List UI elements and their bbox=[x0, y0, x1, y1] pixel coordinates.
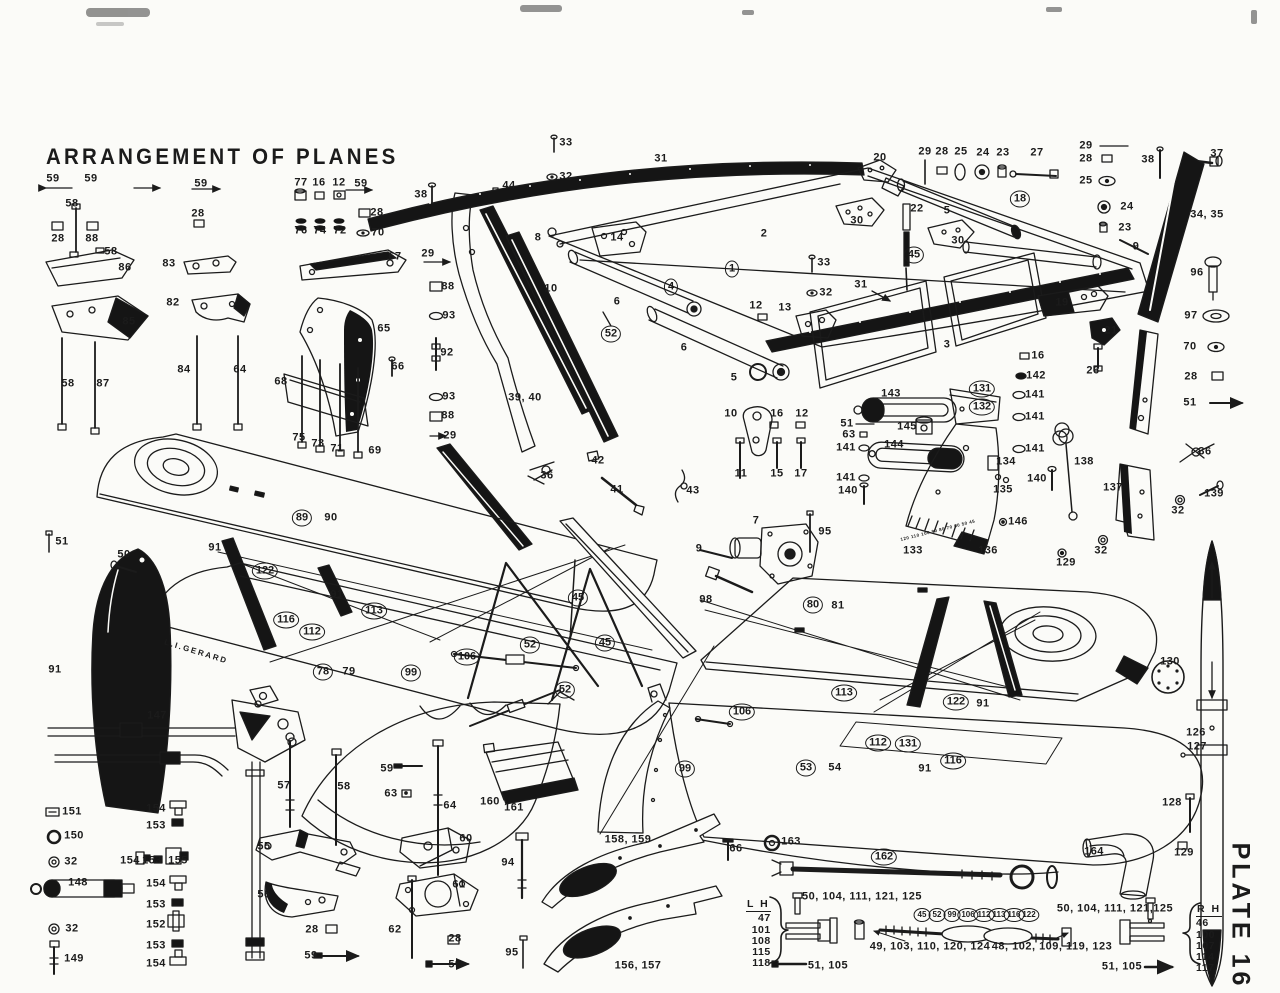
right-wing-group bbox=[668, 577, 1204, 875]
page-title: ARRANGEMENT OF PLANES bbox=[46, 143, 399, 169]
bottom-right-parts bbox=[763, 540, 1228, 987]
left-wing-group bbox=[45, 433, 697, 814]
scan-marks-icon bbox=[86, 5, 1257, 26]
quadrant-and-clamps bbox=[853, 388, 1155, 558]
hardware-top-left bbox=[38, 184, 374, 435]
parts-table-row: 108 bbox=[751, 934, 771, 947]
parts-table-header: L H bbox=[746, 898, 771, 913]
legend-icons bbox=[30, 732, 361, 975]
plate-number: PLATE 16 bbox=[1226, 842, 1255, 990]
fuselage-parts bbox=[301, 645, 734, 973]
center-fittings bbox=[586, 406, 819, 594]
parts-table-row: 107 bbox=[1196, 939, 1216, 952]
parts-table-row: 100 bbox=[1196, 928, 1216, 941]
hardware-top-mid bbox=[283, 188, 407, 459]
parts-table-row: 47 bbox=[758, 912, 771, 925]
interplane-struts bbox=[436, 192, 619, 551]
hardware-right-column bbox=[1129, 146, 1244, 506]
parts-table-row: 118 bbox=[752, 957, 771, 970]
top-wing-assembly bbox=[367, 134, 1150, 454]
parts-table-row: 114 bbox=[1196, 951, 1215, 964]
parts-table-row: 46 bbox=[1196, 917, 1209, 930]
parts-table-row: 117 bbox=[1196, 962, 1215, 975]
parts-table-row: 115 bbox=[752, 946, 771, 959]
control-assembly-147 bbox=[47, 685, 306, 961]
hardware-bottom-middle bbox=[393, 739, 529, 970]
cabane-struts bbox=[450, 311, 644, 727]
parts-table-header: R H bbox=[1196, 903, 1223, 918]
parts-table-row: 101 bbox=[751, 923, 771, 936]
